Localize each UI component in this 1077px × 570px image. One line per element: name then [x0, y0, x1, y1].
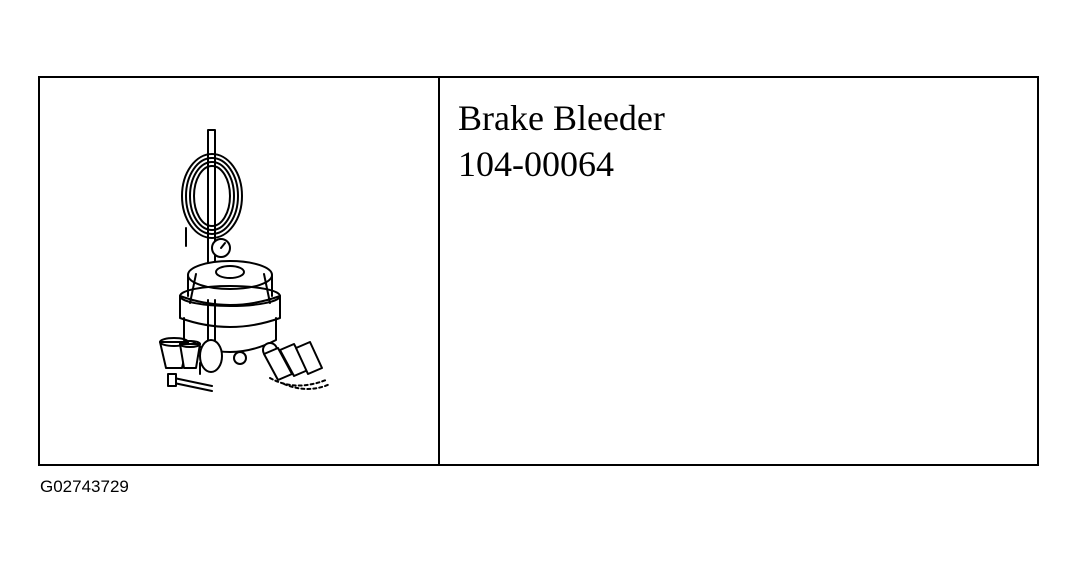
tool-name: Brake Bleeder [458, 98, 665, 138]
figure-id: G02743729 [40, 477, 129, 496]
tool-table: Brake Bleeder 104-00064 [38, 76, 1039, 466]
tool-number: 104-00064 [458, 144, 614, 184]
info-cell: Brake Bleeder 104-00064 [440, 78, 1037, 464]
illustration-cell [40, 78, 440, 464]
brake-bleeder-kit-icon [159, 129, 331, 392]
